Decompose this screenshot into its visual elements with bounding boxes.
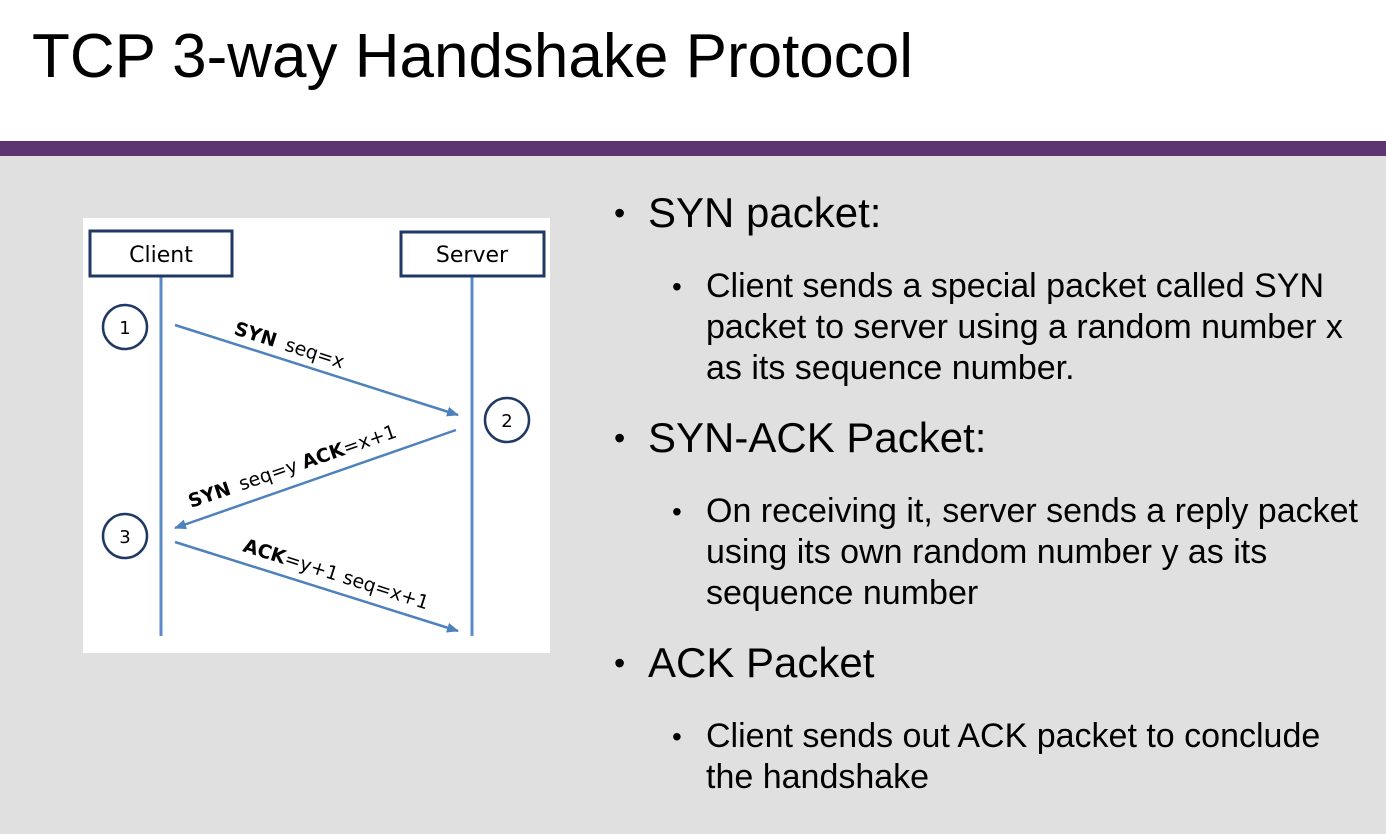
syn-flag: SYN xyxy=(231,318,279,352)
step-1-label: 1 xyxy=(119,318,130,339)
bullet-heading: SYN-ACK Packet: xyxy=(648,414,987,461)
syn-ack-arrow xyxy=(174,428,457,530)
syn-ack-seq: seq=y xyxy=(236,453,306,496)
ack-message-label: ACK=y+1 seq=x+1 xyxy=(240,535,431,614)
bullet-detail: Client sends out ACK packet to conclude … xyxy=(706,717,1321,796)
client-box xyxy=(88,229,234,278)
step-3-circle xyxy=(101,512,149,560)
syn-seq: seq=x xyxy=(282,334,347,373)
bullet-syn-packet: • SYN packet: xyxy=(614,189,882,236)
syn-ack-syn-flag: SYN xyxy=(185,478,233,513)
bullet-detail: Client sends a special packet called SYN… xyxy=(706,267,1343,387)
server-box xyxy=(399,230,546,278)
bullet-detail: On receiving it, server sends a reply pa… xyxy=(706,492,1358,612)
bullet-heading: ACK Packet xyxy=(648,639,875,686)
step-1-circle xyxy=(101,303,149,351)
bullet-ack-packet: • ACK Packet xyxy=(614,639,875,686)
step-2-label: 2 xyxy=(501,411,512,432)
step-3-label: 3 xyxy=(119,527,130,548)
slide-title: TCP 3-way Handshake Protocol xyxy=(32,22,914,91)
ack-values: =y+1 seq=x+1 xyxy=(282,548,432,614)
syn-arrow xyxy=(174,323,459,417)
client-label: Client xyxy=(129,243,193,268)
sub-bullet-syn-ack-packet: • On receiving it, server sends a reply … xyxy=(672,492,1358,612)
title-divider xyxy=(0,141,1386,156)
step-2-circle xyxy=(483,396,531,444)
server-label: Server xyxy=(436,243,509,268)
sub-bullet-ack-packet: • Client sends out ACK packet to conclud… xyxy=(672,717,1321,796)
sub-bullet-syn-packet: • Client sends a special packet called S… xyxy=(672,267,1343,387)
bullet-list: • SYN packet: • Client sends a special p… xyxy=(614,186,1374,798)
ack-arrow xyxy=(174,540,459,633)
bullet-syn-ack-packet: • SYN-ACK Packet: xyxy=(614,414,987,461)
bullet-heading: SYN packet: xyxy=(648,189,882,236)
title-area: TCP 3-way Handshake Protocol xyxy=(0,0,1386,141)
